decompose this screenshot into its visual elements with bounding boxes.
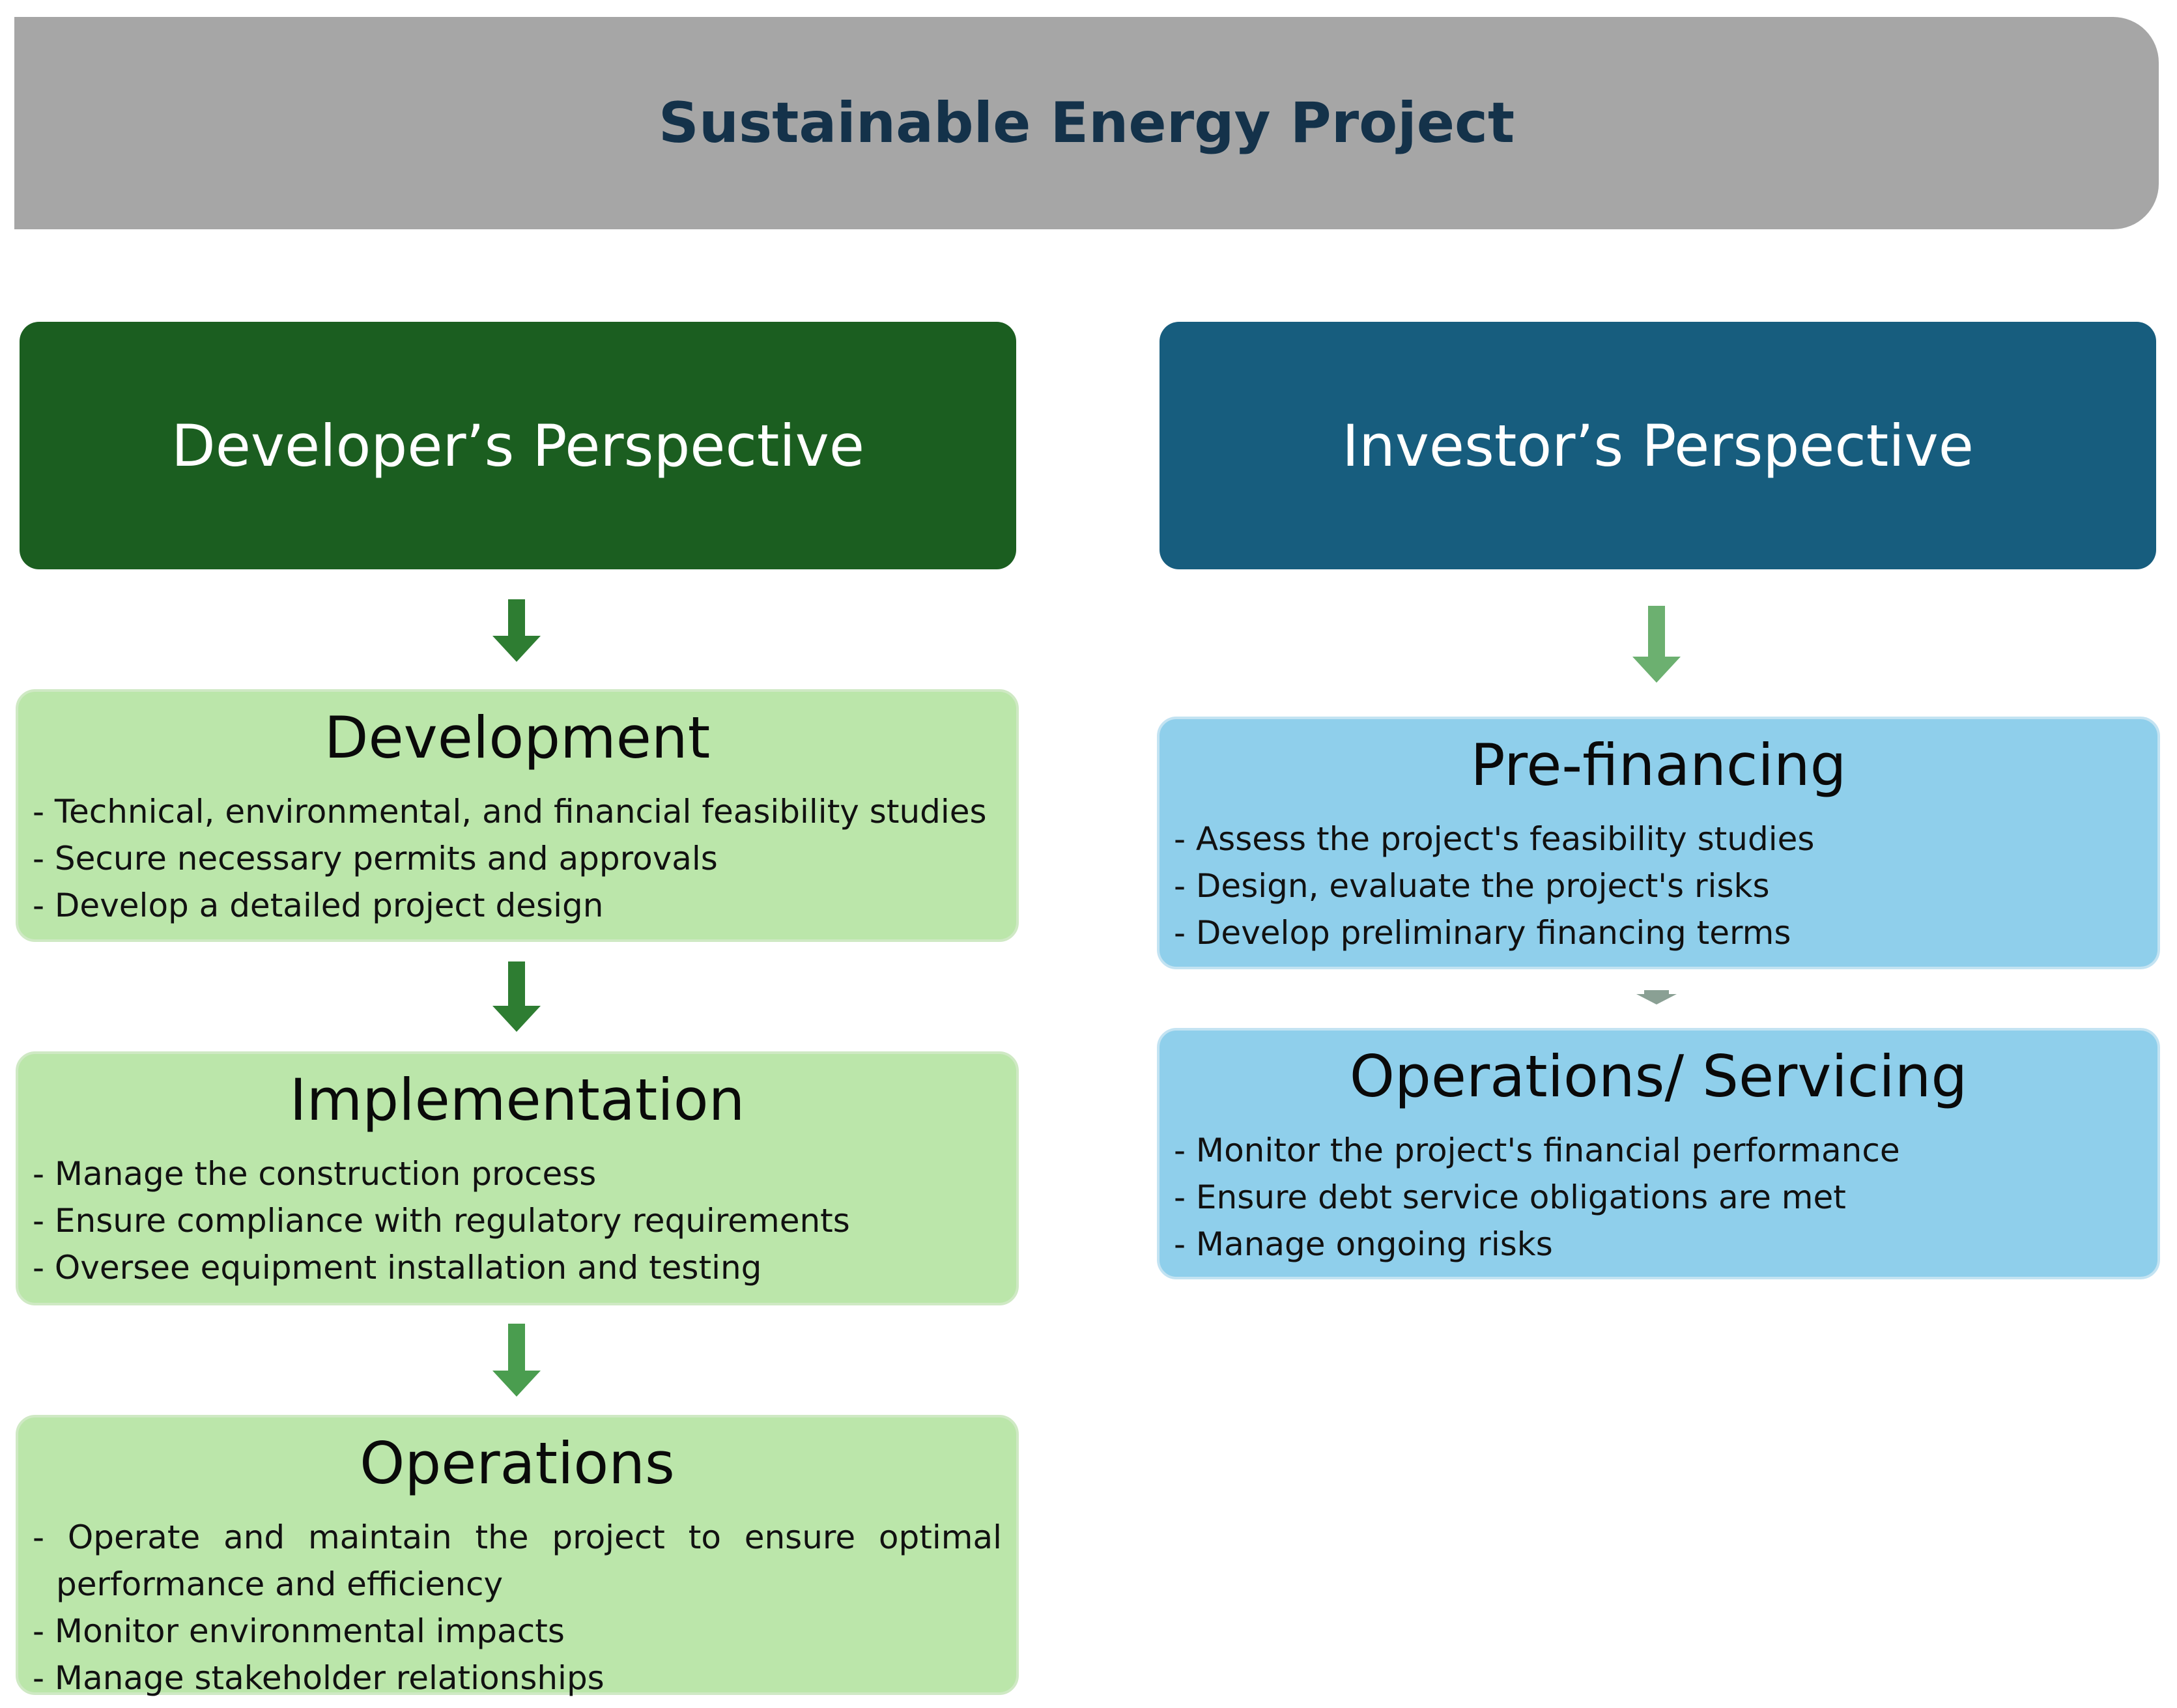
stage-card-implementation: Implementation - Manage the construction…: [16, 1051, 1019, 1305]
arrow-down-icon: [492, 961, 541, 1032]
stage-item-list: - Monitor the project's financial perfor…: [1174, 1127, 2143, 1268]
list-item: - Oversee equipment installation and tes…: [33, 1249, 762, 1287]
list-item: - Secure necessary permits and approvals: [33, 840, 718, 877]
list-item: - Develop preliminary financing terms: [1174, 914, 1791, 952]
stage-item-list: - Technical, environmental, and financia…: [33, 788, 1002, 929]
list-item: - Ensure compliance with regulatory requ…: [33, 1202, 850, 1240]
list-item: - Ensure debt service obligations are me…: [1174, 1178, 1846, 1216]
stage-title: Operations: [360, 1430, 675, 1497]
stage-card-development: Development - Technical, environmental, …: [16, 689, 1019, 942]
arrow-down-icon: [1632, 606, 1681, 683]
developer-perspective-box: Developer’s Perspective: [20, 322, 1016, 569]
stage-title: Pre-financing: [1470, 732, 1847, 799]
arrow-down-icon: [492, 599, 541, 662]
title-banner: Sustainable Energy Project: [14, 17, 2159, 229]
arrow-down-icon: [492, 1324, 541, 1397]
list-item: - Manage stakeholder relationships: [33, 1659, 605, 1697]
stage-item-list: - Assess the project's feasibility studi…: [1174, 816, 2143, 956]
list-item: - Manage the construction process: [33, 1155, 597, 1193]
list-item: - Technical, environmental, and financia…: [33, 793, 987, 831]
list-item: - Develop a detailed project design: [33, 887, 604, 924]
investor-perspective-box: Investor’s Perspective: [1160, 322, 2156, 569]
developer-perspective-title: Developer’s Perspective: [171, 412, 865, 479]
list-item: - Monitor environmental impacts: [33, 1612, 565, 1650]
list-item: - Design, evaluate the project's risks: [1174, 867, 1770, 905]
stage-item-list: - Operate and maintain the project to en…: [33, 1514, 1002, 1701]
stage-title: Implementation: [289, 1066, 745, 1133]
list-item: - Monitor the project's financial perfor…: [1174, 1132, 1900, 1169]
stage-title: Operations/ Servicing: [1349, 1043, 1968, 1110]
list-item: - Manage ongoing risks: [1174, 1225, 1553, 1263]
arrow-down-icon: [1636, 990, 1677, 1004]
list-item: - Operate and maintain the project to en…: [33, 1518, 1002, 1603]
list-item: - Assess the project's feasibility studi…: [1174, 820, 1815, 858]
stage-card-operations-servicing: Operations/ Servicing - Monitor the proj…: [1157, 1028, 2160, 1279]
diagram-title: Sustainable Energy Project: [658, 91, 1515, 156]
stage-card-pre-financing: Pre-financing - Assess the project's fea…: [1157, 717, 2160, 969]
stage-item-list: - Manage the construction process - Ensu…: [33, 1150, 1002, 1291]
stage-title: Development: [324, 704, 711, 771]
investor-perspective-title: Investor’s Perspective: [1342, 412, 1974, 479]
stage-card-operations: Operations - Operate and maintain the pr…: [16, 1415, 1019, 1697]
